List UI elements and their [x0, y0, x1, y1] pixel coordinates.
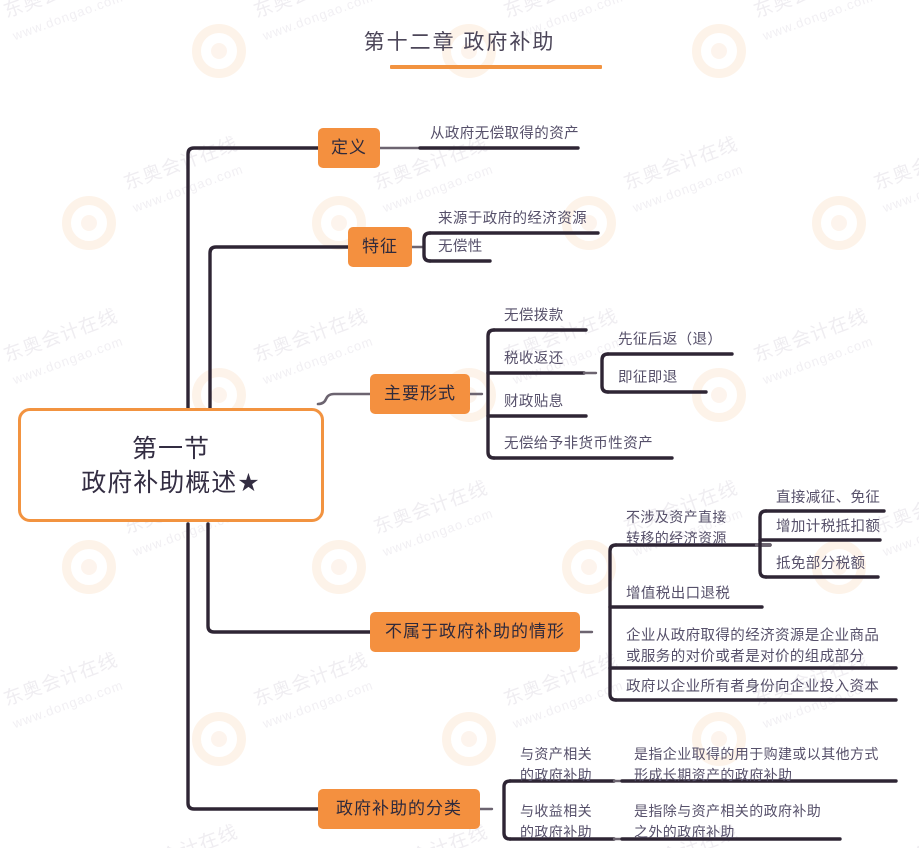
leaf-tax-refund-child-1: 先征后返（退）: [618, 331, 723, 348]
root-node[interactable]: 第一节 政府补助概述★: [18, 408, 324, 522]
leaf-not-grant-4: 政府以企业所有者身份向企业投入资本: [626, 678, 880, 695]
watermark-logo-icon: [562, 540, 616, 594]
leaf-definition-1: 从政府无偿取得的资产: [430, 125, 579, 142]
page-title: 第十二章 政府补助: [363, 31, 556, 54]
leaf-tax-refund-child-2: 即征即退: [618, 369, 678, 386]
leaf-main-form-4: 无偿给予非货币性资产: [504, 435, 653, 452]
root-line-2: 政府补助概述★: [81, 468, 261, 497]
title-underline: [390, 65, 602, 69]
leaf-classification-1: 与资产相关 的政府补助: [520, 746, 592, 783]
leaf-no-transfer-child-2: 增加计税抵扣额: [776, 518, 881, 535]
topic-characteristics[interactable]: 特征: [348, 227, 412, 267]
leaf-not-grant-3: 企业从政府取得的经济资源是企业商品 或服务的对价或者是对价的组成部分: [626, 627, 880, 665]
leaf-asset-related-desc: 是指企业取得的用于购建或以其他方式 形成长期资产的政府补助: [634, 746, 879, 783]
watermark-logo-icon: [192, 712, 246, 766]
root-line-1: 第一节: [131, 435, 210, 463]
leaf-not-grant-1: 不涉及资产直接 转移的经济资源: [626, 509, 727, 546]
leaf-no-transfer-child-1: 直接减征、免征: [776, 489, 881, 506]
watermark-logo-icon: [442, 712, 496, 766]
topic-grant-classification[interactable]: 政府补助的分类: [318, 789, 480, 829]
leaf-main-form-2: 税收返还: [504, 350, 564, 367]
leaf-characteristic-2: 无偿性: [438, 238, 483, 255]
watermark-logo-icon: [812, 196, 866, 250]
leaf-not-grant-2: 增值税出口退税: [626, 585, 731, 602]
watermark-logo-icon: [62, 196, 116, 250]
leaf-main-form-3: 财政贴息: [504, 393, 564, 410]
topic-not-government-grants[interactable]: 不属于政府补助的情形: [370, 612, 580, 652]
leaf-no-transfer-child-3: 抵免部分税额: [776, 555, 866, 572]
topic-main-forms[interactable]: 主要形式: [370, 374, 470, 414]
leaf-income-related-desc: 是指除与资产相关的政府补助 之外的政府补助: [634, 803, 822, 840]
leaf-classification-2: 与收益相关 的政府补助: [520, 803, 592, 840]
topic-definition[interactable]: 定义: [318, 128, 380, 168]
watermark-logo-icon: [62, 540, 116, 594]
watermark-logo-icon: [312, 540, 366, 594]
leaf-characteristic-1: 来源于政府的经济资源: [438, 210, 587, 227]
leaf-main-form-1: 无偿拨款: [504, 307, 564, 324]
